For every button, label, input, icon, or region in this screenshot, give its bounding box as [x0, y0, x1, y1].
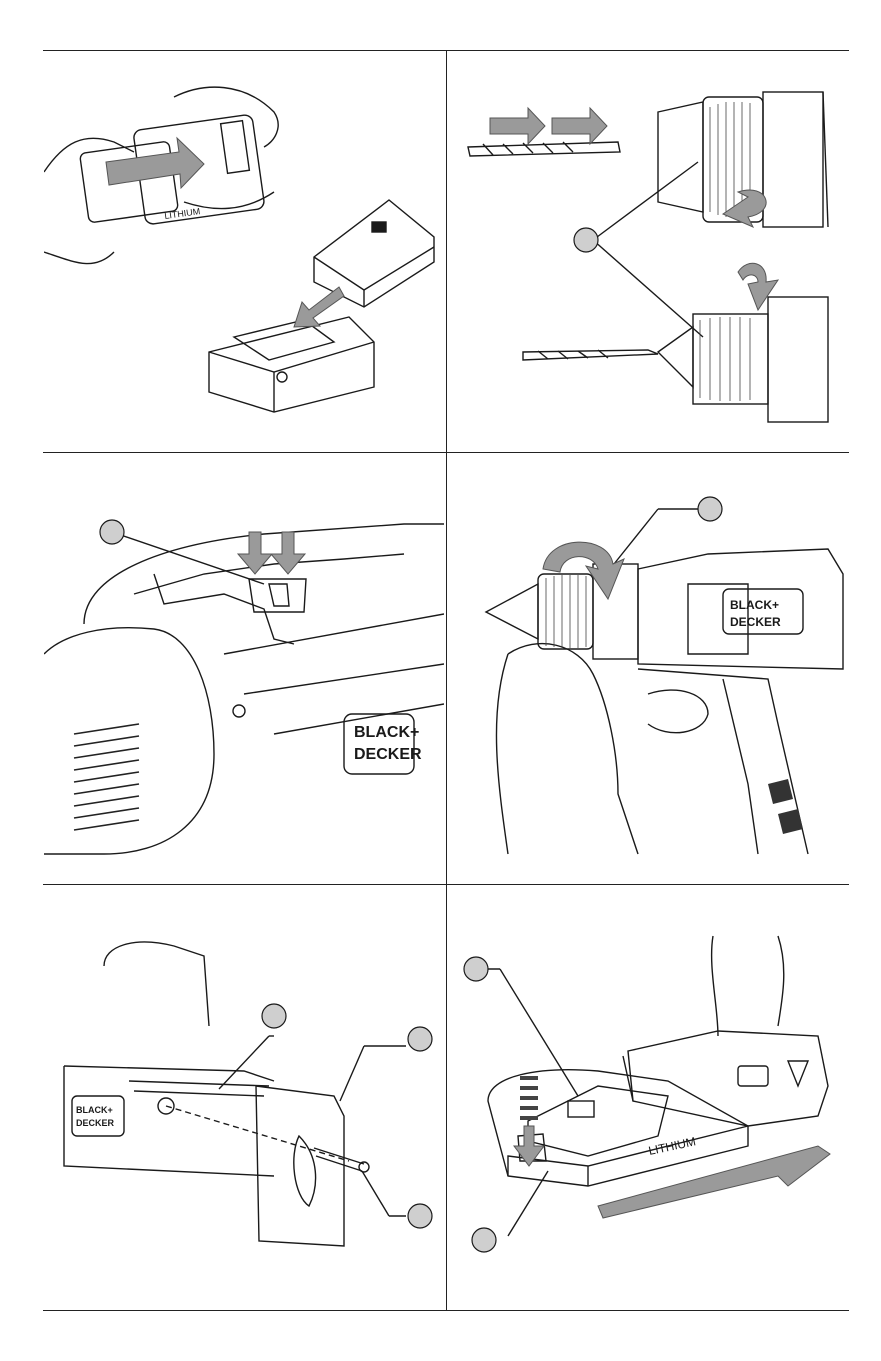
push-arrow-1: [490, 108, 545, 144]
callout-marker: [574, 228, 598, 252]
callout-marker-1: [262, 1004, 286, 1028]
bit-holder-mounting-illustration: BLACK+ DECKER: [44, 886, 444, 1308]
push-arrow-2: [552, 108, 607, 144]
brand-line1: BLACK+: [354, 724, 419, 741]
rotate-arrow-bottom: [738, 263, 778, 310]
bottom-rule: [43, 1310, 849, 1311]
brand-line2: DECKER: [354, 746, 422, 763]
battery-insert-illustration: LITHIUM: [448, 886, 848, 1308]
chuck-tightening-illustration: BLACK+ DECKER: [448, 454, 848, 882]
panel-chuck-bit-insertion: [448, 52, 848, 450]
slide-arrow: [598, 1146, 830, 1218]
panel-chuck-tightening: BLACK+ DECKER: [448, 454, 848, 882]
panel-bit-holder-mounting: BLACK+ DECKER: [44, 886, 444, 1308]
panel-battery-insert: LITHIUM: [448, 886, 848, 1308]
brand-line1: BLACK+: [730, 598, 779, 612]
charger-arrow: [294, 287, 344, 327]
press-arrow-1: [238, 532, 272, 574]
callout-marker: [698, 497, 722, 521]
tighten-arrow: [543, 542, 624, 599]
direction-button-illustration: BLACK+ DECKER: [44, 454, 444, 882]
panel-direction-button: BLACK+ DECKER: [44, 454, 444, 882]
column-divider: [446, 50, 447, 1310]
battery-label-lithium: LITHIUM: [164, 206, 201, 221]
callout-marker-2: [408, 1027, 432, 1051]
callout-marker: [100, 520, 124, 544]
chuck-bit-insertion-illustration: [448, 52, 848, 450]
brand-line2: DECKER: [76, 1118, 115, 1128]
callout-marker-2: [472, 1228, 496, 1252]
battery-label-lithium: LITHIUM: [647, 1134, 697, 1158]
press-arrow-2: [271, 532, 305, 574]
brand-line1: BLACK+: [76, 1105, 113, 1115]
brand-line2: DECKER: [730, 615, 781, 629]
callout-marker-1: [464, 957, 488, 981]
panel-battery-charging: LITHIUM: [44, 52, 444, 450]
battery-charging-illustration: LITHIUM: [44, 52, 444, 450]
callout-marker-3: [408, 1204, 432, 1228]
